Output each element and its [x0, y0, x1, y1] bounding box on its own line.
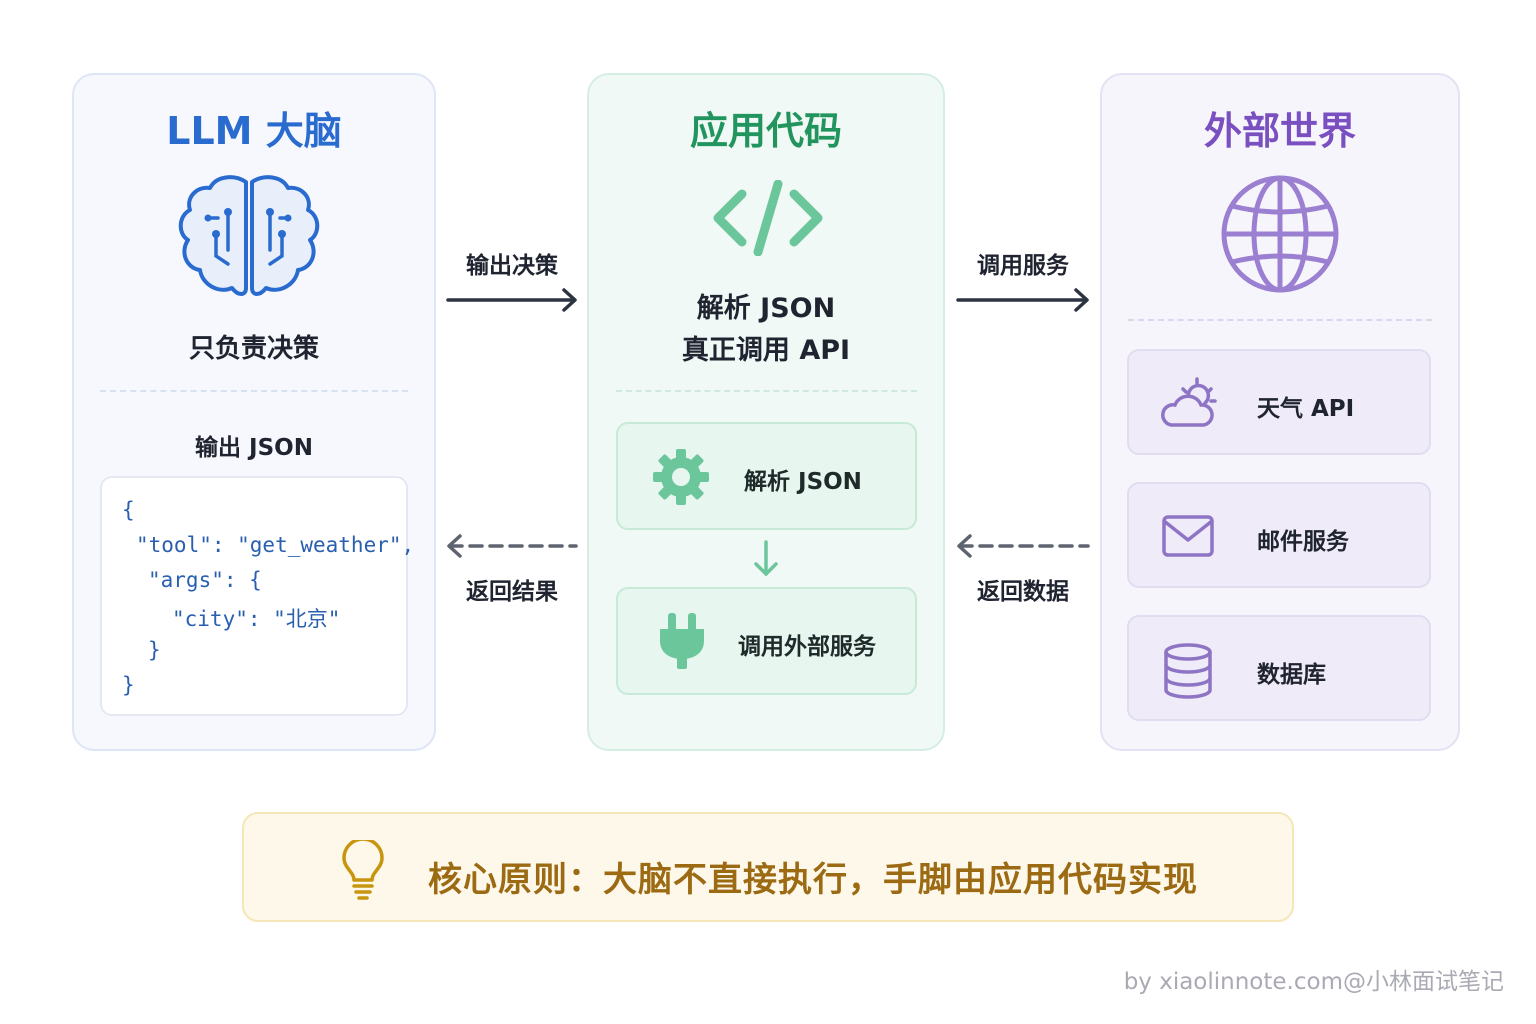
mail-icon — [1162, 515, 1214, 557]
code-line: "args": { — [148, 568, 262, 592]
arrow-label-return-result: 返回结果 — [466, 579, 558, 605]
arrow-label-return-data: 返回数据 — [977, 579, 1069, 605]
code-line: } — [122, 673, 135, 697]
code-line: { — [122, 498, 135, 522]
arrow-label-output-decision: 输出决策 — [466, 253, 558, 279]
step-call-label: 调用外部服务 — [738, 634, 876, 660]
arrow-label-call-service: 调用服务 — [977, 253, 1069, 279]
service-weather-api: 天气 API — [1127, 349, 1431, 455]
step-call-external: 调用外部服务 — [616, 587, 917, 695]
app-title: 应用代码 — [689, 109, 842, 153]
service-database-label: 数据库 — [1257, 662, 1326, 688]
brain-icon — [178, 175, 320, 296]
ext-title: 外部世界 — [1203, 109, 1356, 153]
llm-title: LLM 大脑 — [166, 109, 342, 153]
credit-text: by xiaolinnote.com@小林面试笔记 — [1123, 969, 1504, 995]
arrow-left-app-to-llm — [447, 534, 578, 558]
code-icon — [713, 180, 823, 256]
ext-divider — [1128, 319, 1432, 321]
arrow-down-icon — [754, 540, 778, 576]
llm-subtitle: 只负责决策 — [188, 334, 319, 364]
llm-output-label: 输出 JSON — [195, 435, 313, 461]
code-line: } — [148, 638, 161, 662]
gear-icon — [653, 449, 709, 505]
app-desc-line2: 真正调用 API — [681, 335, 851, 366]
lightbulb-icon — [342, 840, 384, 900]
step-parse-label: 解析 JSON — [744, 469, 862, 495]
database-icon — [1164, 643, 1212, 699]
app-divider — [616, 390, 917, 392]
json-code-block: { "tool": "get_weather", "args": { "city… — [100, 476, 414, 716]
core-principle-banner: 核心原则：大脑不直接执行，手脚由应用代码实现 — [242, 812, 1294, 922]
llm-divider — [100, 390, 408, 392]
code-line: "city": "北京" — [172, 607, 341, 631]
globe-icon — [1221, 175, 1339, 293]
code-line: "tool": "get_weather", — [136, 533, 415, 557]
core-principle-text: 核心原则：大脑不直接执行，手脚由应用代码实现 — [428, 860, 1198, 900]
arrow-right-app-to-ext — [956, 288, 1089, 312]
service-mail: 邮件服务 — [1127, 482, 1431, 588]
service-mail-label: 邮件服务 — [1257, 529, 1349, 555]
arrow-right-llm-to-app — [446, 288, 577, 312]
service-database: 数据库 — [1127, 615, 1431, 721]
step-parse-json: 解析 JSON — [616, 422, 917, 530]
plug-icon — [660, 613, 704, 669]
arrow-left-ext-to-app — [957, 534, 1090, 558]
app-desc-line1: 解析 JSON — [696, 293, 836, 324]
weather-icon — [1161, 377, 1217, 427]
service-weather-label: 天气 API — [1257, 396, 1355, 422]
